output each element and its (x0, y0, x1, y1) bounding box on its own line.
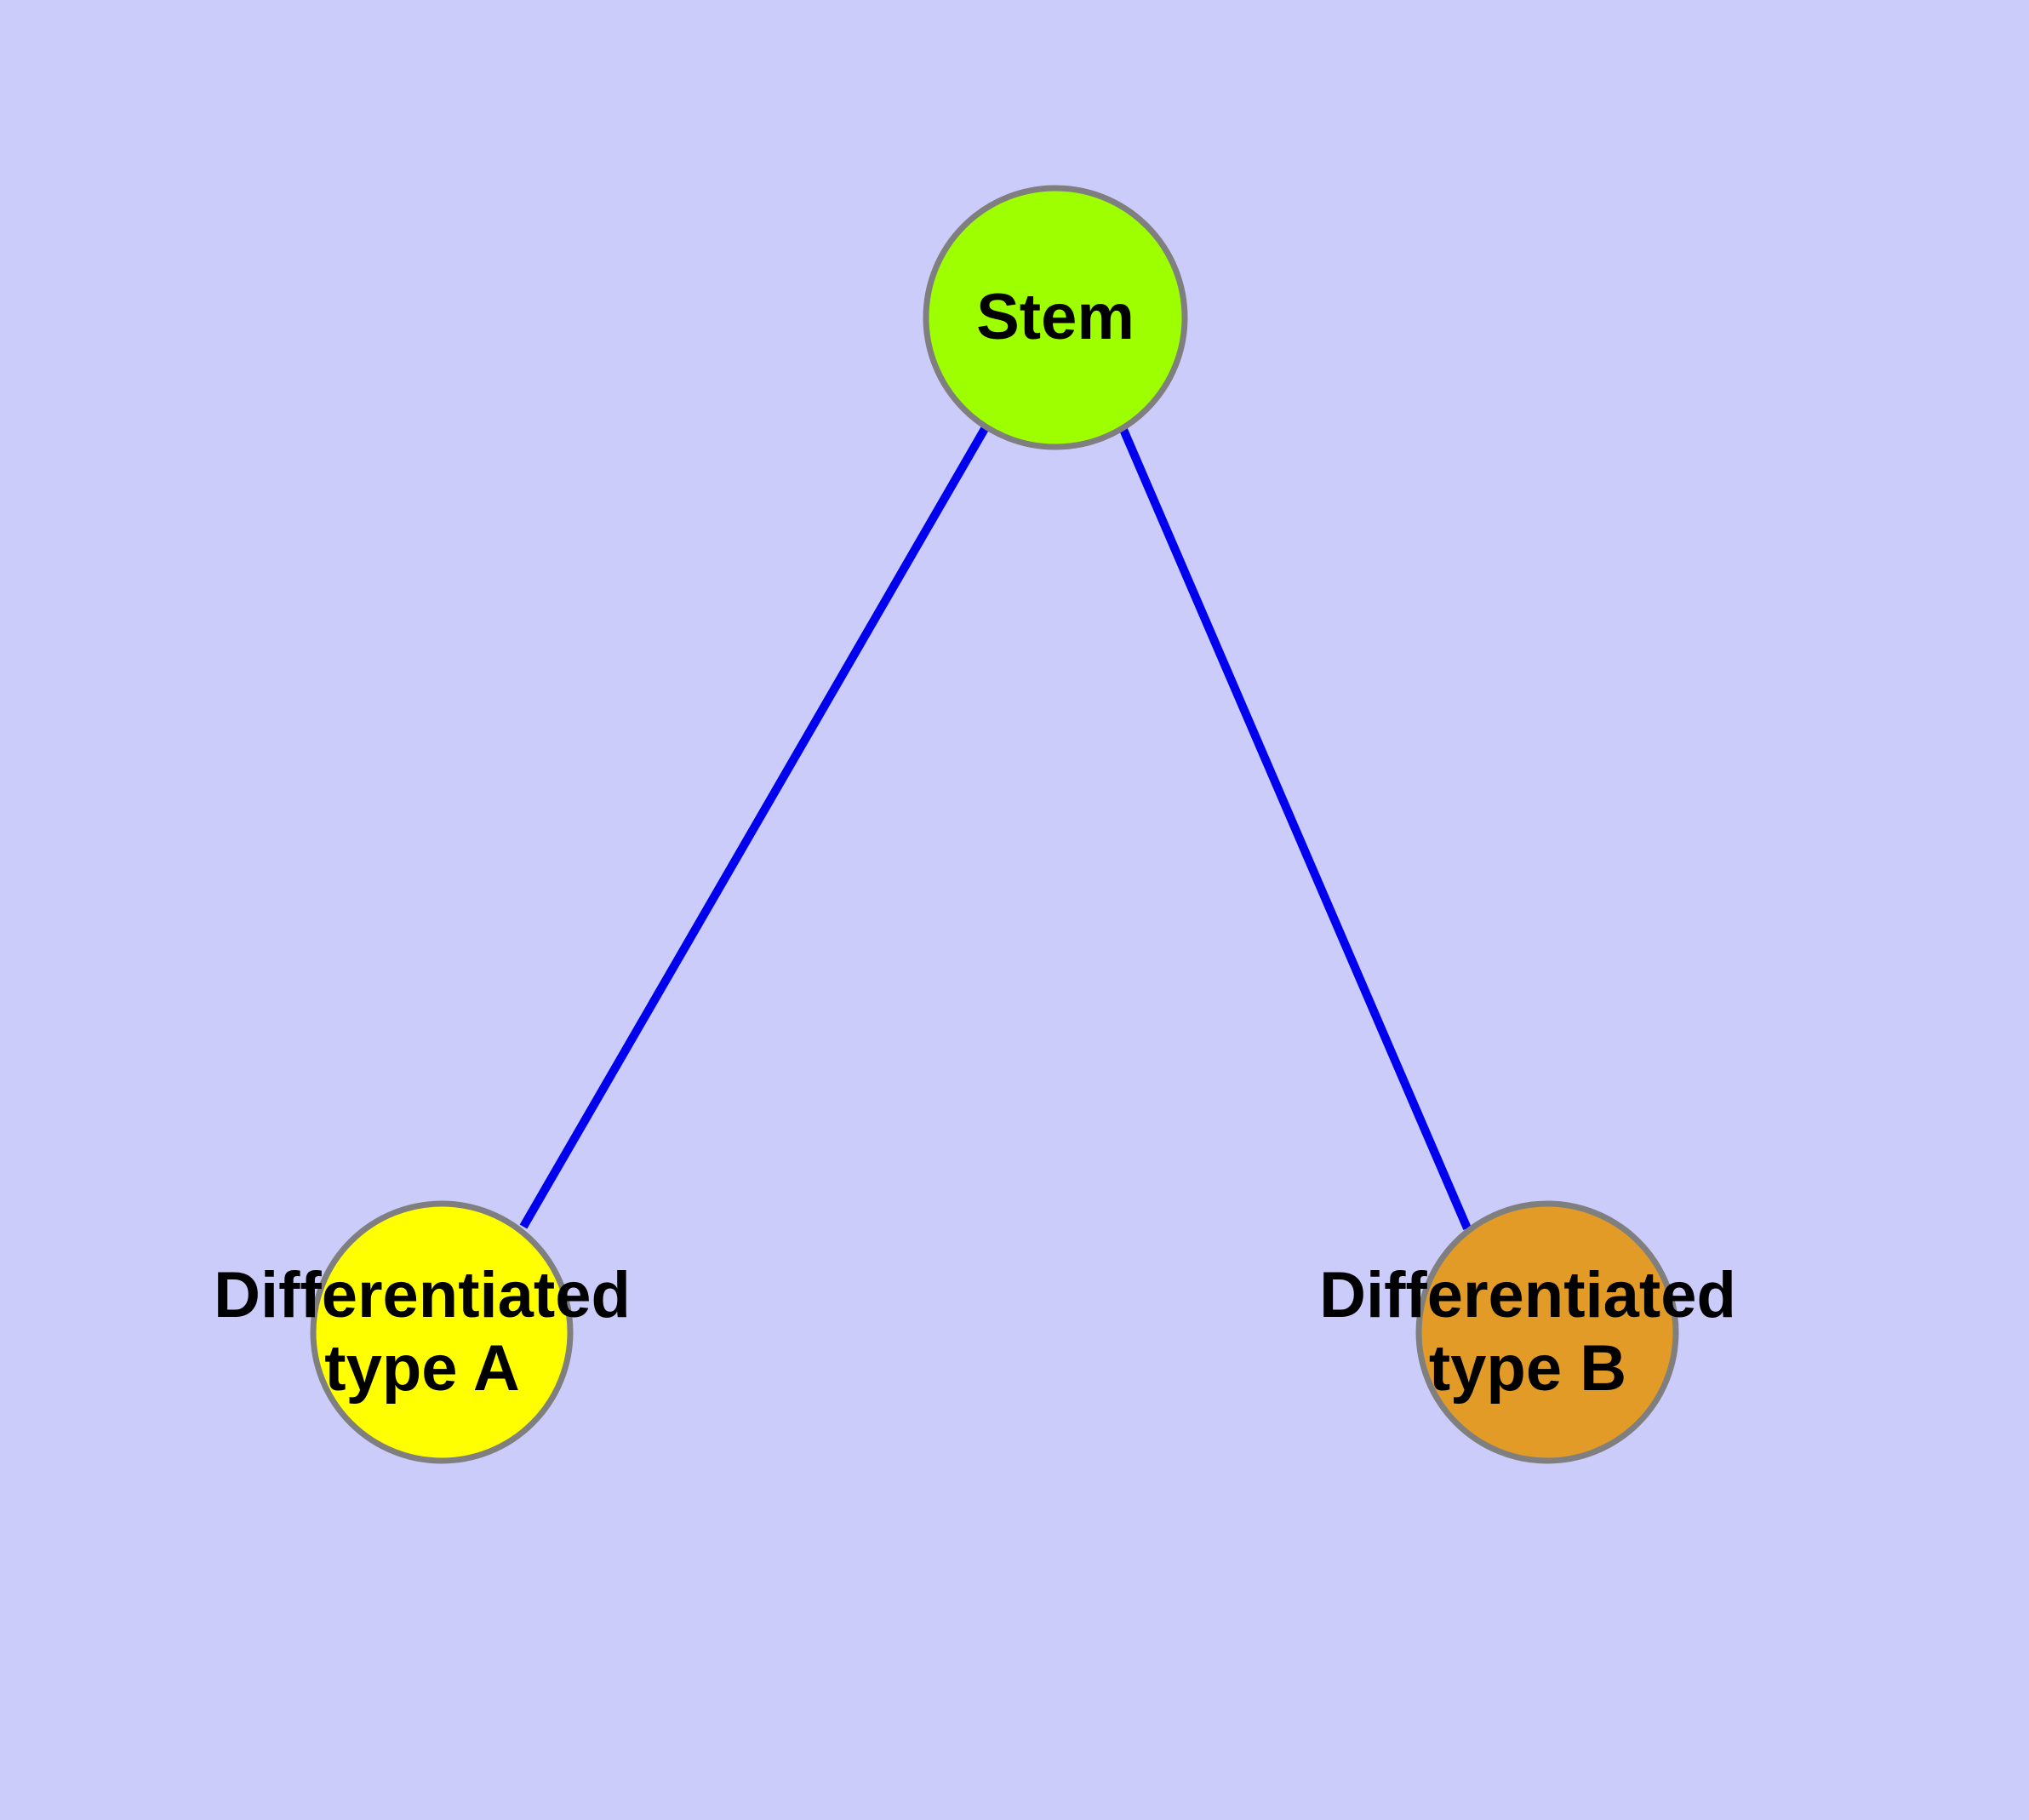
node-differentiated-type-a-circle[interactable] (310, 1200, 574, 1464)
node-stem-circle[interactable] (923, 185, 1188, 450)
edge-layer (519, 424, 1472, 1230)
edge-stem-to-differentiated-type-a[interactable] (519, 425, 990, 1229)
edge-stem-to-differentiated-type-b[interactable] (1117, 424, 1472, 1230)
node-layer (310, 185, 1679, 1464)
node-differentiated-type-b-circle[interactable] (1415, 1200, 1679, 1464)
